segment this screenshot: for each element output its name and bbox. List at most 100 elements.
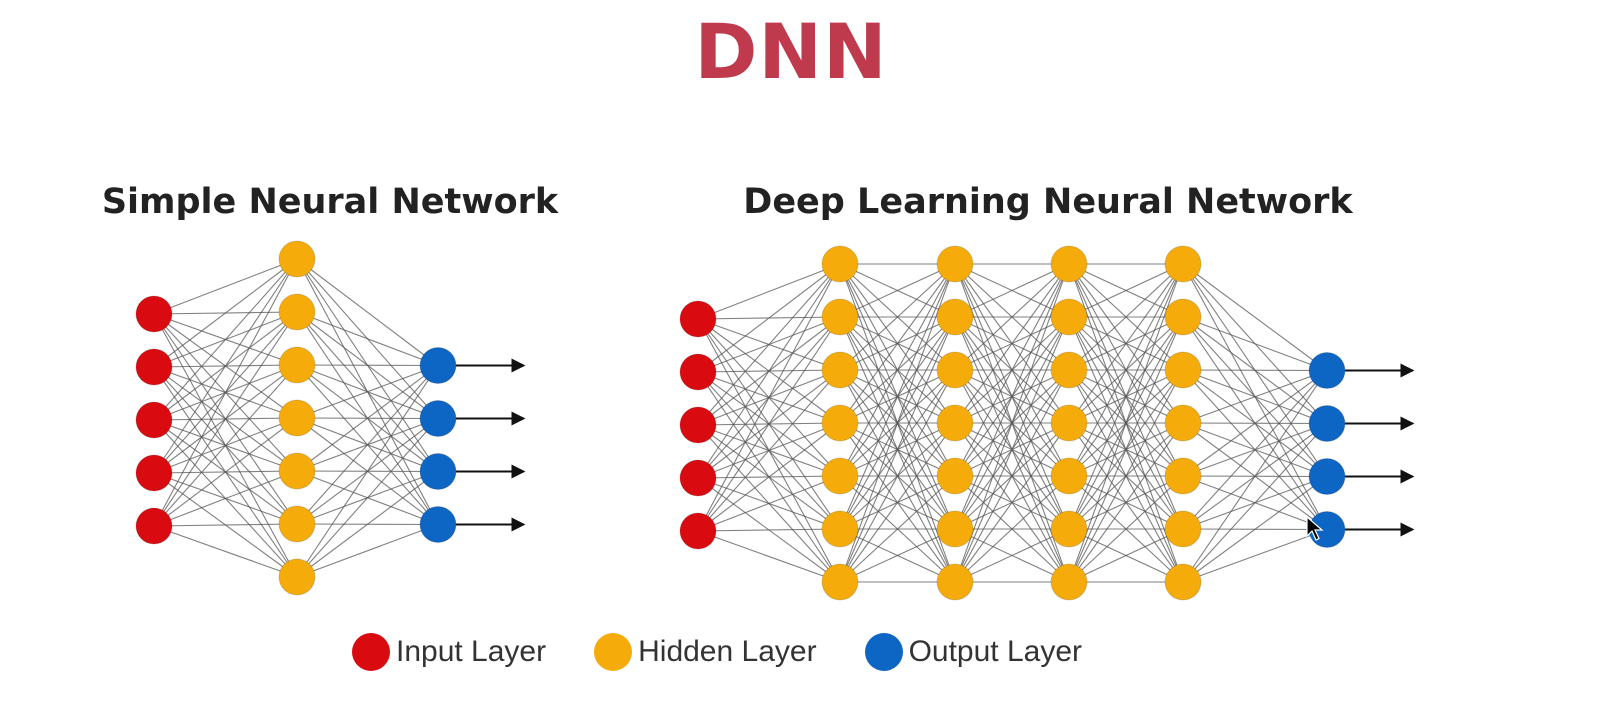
- hidden-node: [821, 563, 859, 601]
- connection-line: [954, 263, 1070, 477]
- hidden-node: [821, 298, 859, 336]
- connection-line: [839, 422, 956, 583]
- connection-line: [839, 263, 956, 477]
- connection-line: [697, 422, 841, 532]
- output-node: [419, 347, 457, 384]
- connection-line: [153, 470, 298, 527]
- connection-line: [1182, 423, 1328, 583]
- connection-line: [296, 365, 439, 578]
- deep-network-connections: [697, 263, 1328, 583]
- input-node: [679, 512, 717, 550]
- input-node: [679, 300, 717, 338]
- simple-network-connections: [153, 258, 439, 578]
- hidden-node: [278, 346, 316, 384]
- connection-line: [954, 263, 1070, 424]
- connection-line: [296, 258, 439, 366]
- legend-label-output: Output Layer: [908, 635, 1082, 668]
- deep-network: [679, 245, 1415, 601]
- hidden-node: [278, 240, 316, 278]
- hidden-node: [821, 351, 859, 389]
- connection-line: [153, 311, 298, 527]
- hidden-node: [278, 399, 316, 437]
- connection-line: [153, 258, 298, 474]
- hidden-node: [936, 351, 974, 389]
- legend: Input Layer Hidden Layer Output Layer: [352, 628, 1130, 676]
- hidden-node: [936, 245, 974, 283]
- hidden-node: [936, 457, 974, 495]
- connection-line: [1182, 369, 1328, 372]
- connection-line: [1068, 263, 1184, 477]
- connection-line: [153, 258, 298, 368]
- hidden-node: [821, 245, 859, 283]
- connection-line: [153, 258, 298, 421]
- connection-line: [296, 365, 439, 472]
- hidden-node: [936, 510, 974, 548]
- input-node: [135, 454, 173, 492]
- connection-line: [153, 258, 298, 527]
- connection-line: [1182, 528, 1328, 583]
- connection-line: [954, 263, 1070, 318]
- page-title: DNN: [694, 7, 888, 96]
- connection-line: [954, 422, 1070, 583]
- connection-line: [296, 364, 439, 367]
- connection-line: [1182, 370, 1328, 530]
- connection-line: [697, 369, 841, 532]
- connection-line: [954, 475, 1070, 583]
- hidden-node: [1164, 457, 1202, 495]
- connection-line: [697, 263, 841, 479]
- connection-line: [697, 316, 841, 532]
- simple-network: [135, 240, 526, 596]
- connection-line: [1182, 369, 1328, 424]
- connection-line: [839, 475, 956, 583]
- connection-line: [296, 523, 439, 578]
- deep-network-title: Deep Learning Neural Network: [743, 182, 1353, 222]
- input-node: [135, 295, 173, 333]
- hidden-node: [936, 298, 974, 336]
- connection-line: [1068, 475, 1184, 583]
- connection-line: [839, 263, 956, 371]
- connection-line: [954, 316, 1070, 583]
- hidden-node: [1050, 351, 1088, 389]
- connection-line: [839, 528, 956, 583]
- connection-line: [1068, 263, 1184, 424]
- hidden-node: [821, 510, 859, 548]
- connection-line: [839, 316, 956, 583]
- hidden-node: [1164, 351, 1202, 389]
- output-node: [1308, 405, 1346, 442]
- input-node: [135, 401, 173, 439]
- connection-line: [697, 263, 841, 373]
- connection-line: [954, 263, 1070, 371]
- connection-line: [954, 528, 1070, 583]
- hidden-node: [936, 404, 974, 442]
- legend-label-hidden: Hidden Layer: [638, 635, 817, 668]
- input-node: [135, 507, 173, 545]
- connection-line: [1182, 370, 1328, 477]
- connection-line: [839, 263, 956, 318]
- hidden-node: [1164, 563, 1202, 601]
- connection-line: [153, 417, 298, 527]
- hidden-node: [1164, 245, 1202, 283]
- connection-line: [296, 418, 439, 578]
- hidden-node: [1050, 245, 1088, 283]
- hidden-layer-swatch: [594, 633, 633, 671]
- output-node: [419, 506, 457, 543]
- hidden-node: [821, 457, 859, 495]
- hidden-node: [1050, 404, 1088, 442]
- connection-line: [1068, 263, 1184, 318]
- input-node: [679, 353, 717, 391]
- connection-line: [296, 365, 439, 525]
- connection-line: [697, 530, 841, 583]
- input-node: [679, 406, 717, 444]
- hidden-node: [278, 293, 316, 331]
- connection-line: [1068, 369, 1184, 583]
- connection-line: [839, 369, 956, 583]
- connection-line: [1068, 316, 1184, 583]
- connection-line: [1068, 263, 1184, 583]
- connection-line: [697, 475, 841, 532]
- connection-line: [697, 528, 841, 532]
- input-node: [135, 348, 173, 386]
- hidden-node: [278, 452, 316, 490]
- output-layer-swatch: [864, 633, 903, 671]
- hidden-node: [1164, 510, 1202, 548]
